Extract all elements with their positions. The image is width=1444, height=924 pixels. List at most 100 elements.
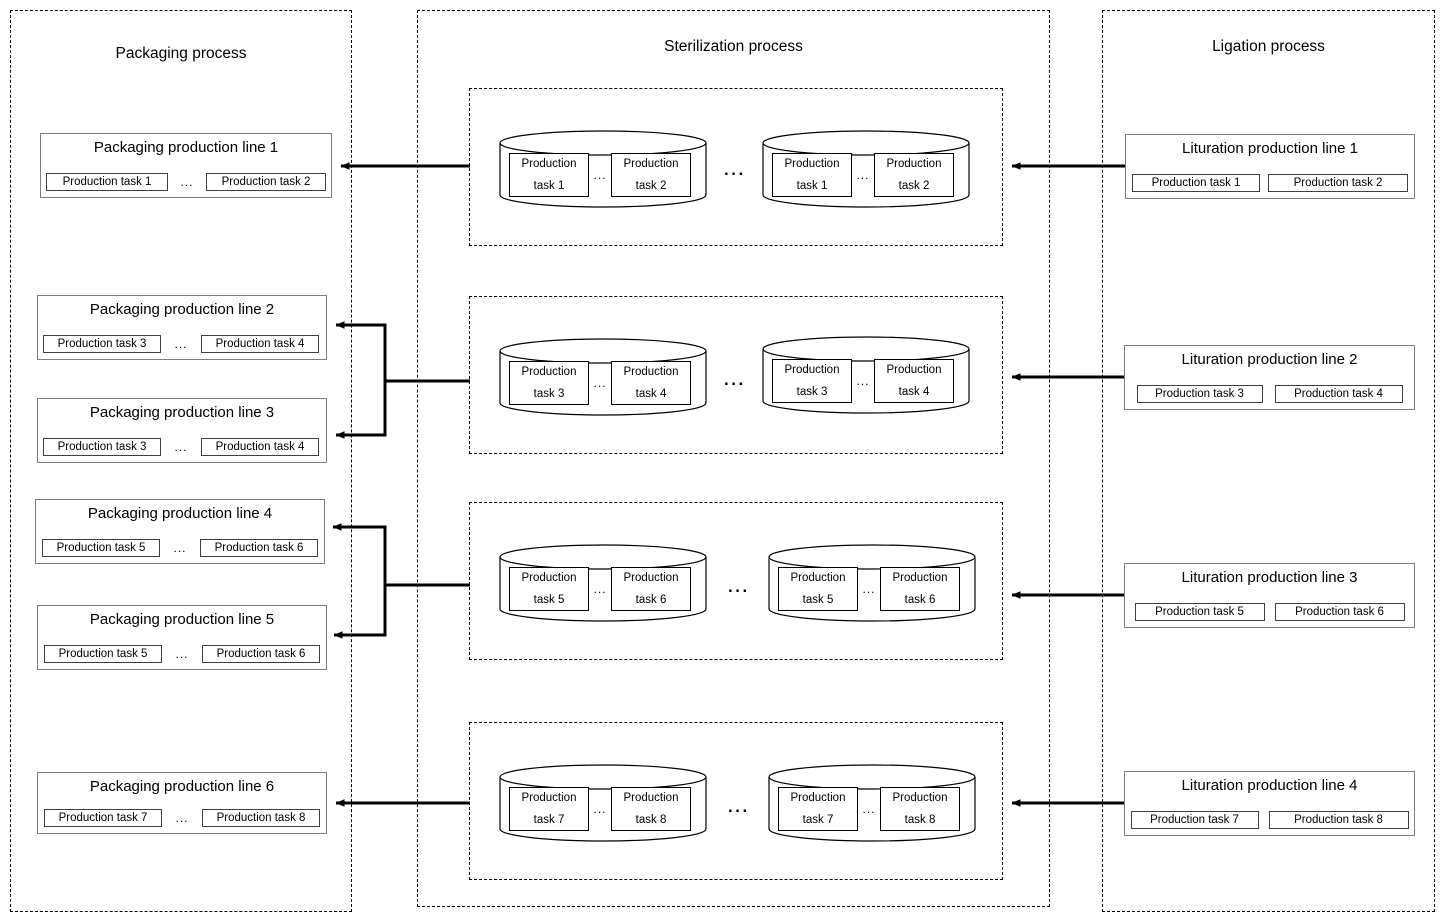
cylinder-task-left[interactable]: Production task 7 <box>778 787 858 831</box>
cylinder-task-right[interactable]: Production task 6 <box>880 567 960 611</box>
packaging-line-box-1[interactable]: Packaging production line 1 Production t… <box>40 133 332 198</box>
packaging-task-left[interactable]: Production task 1 <box>46 173 168 191</box>
ligation-task-right[interactable]: Production task 2 <box>1268 174 1408 192</box>
ellipsis: ... <box>856 374 870 388</box>
packaging-task-right[interactable]: Production task 8 <box>202 809 320 827</box>
ellipsis: ... <box>593 582 607 596</box>
sterilization-group-4 <box>469 722 1003 880</box>
cylinder-task-line2: task 6 <box>635 594 667 606</box>
cylinder-task-line1: Production <box>892 792 948 804</box>
cylinder-group-ellipsis: ... <box>728 797 750 816</box>
packaging-line-box-3[interactable]: Packaging production line 3 Production t… <box>37 398 327 463</box>
cylinder-task-line1: Production <box>623 366 679 378</box>
ellipsis: ... <box>593 376 607 390</box>
cylinder-task-line1: Production <box>886 158 942 170</box>
panel-packaging-process <box>10 10 352 912</box>
ligation-task-left[interactable]: Production task 7 <box>1130 811 1259 829</box>
cylinder-task-line2: task 8 <box>904 814 936 826</box>
cylinder-task-left[interactable]: Production task 5 <box>778 567 858 611</box>
ligation-task-left[interactable]: Production task 5 <box>1134 603 1265 621</box>
cylinder-task-line2: task 6 <box>904 594 936 606</box>
sterilization-cylinder: Production task 5 ... Production task 6 <box>768 544 976 622</box>
packaging-line-title: Packaging production line 4 <box>87 505 273 522</box>
panel-ligation-process <box>1102 10 1435 912</box>
sterilization-cylinder: Production task 3 ... Production task 4 <box>762 336 970 414</box>
ligation-line-title: Lituration production line 3 <box>1181 569 1358 586</box>
cylinder-task-left[interactable]: Production task 3 <box>772 359 852 403</box>
sterilization-cylinder: Production task 1 ... Production task 2 <box>762 130 970 208</box>
cylinder-task-right[interactable]: Production task 6 <box>611 567 691 611</box>
ligation-line-box-4[interactable]: Lituration production line 4 Production … <box>1124 771 1415 836</box>
ligation-task-right[interactable]: Production task 8 <box>1268 811 1409 829</box>
cylinder-task-line1: Production <box>521 366 577 378</box>
cylinder-task-line2: task 8 <box>635 814 667 826</box>
packaging-task-right[interactable]: Production task 6 <box>200 539 318 557</box>
packaging-task-right[interactable]: Production task 6 <box>202 645 320 663</box>
cylinder-task-line2: task 5 <box>802 594 834 606</box>
cylinder-task-left[interactable]: Production task 1 <box>772 153 852 197</box>
ellipsis: ... <box>593 168 607 182</box>
ligation-line-box-1[interactable]: Lituration production line 1 Production … <box>1125 134 1415 199</box>
sterilization-cylinder: Production task 1 ... Production task 2 <box>499 130 707 208</box>
cylinder-task-line2: task 7 <box>533 814 565 826</box>
ligation-line-box-3[interactable]: Lituration production line 3 Production … <box>1124 563 1415 628</box>
packaging-task-left[interactable]: Production task 3 <box>43 335 161 353</box>
cylinder-task-line2: task 2 <box>635 180 667 192</box>
cylinder-task-left[interactable]: Production task 3 <box>509 361 589 405</box>
title-packaging-process: Packaging process <box>115 45 247 62</box>
cylinder-task-right[interactable]: Production task 8 <box>611 787 691 831</box>
cylinder-group-ellipsis: ... <box>724 160 746 179</box>
packaging-task-left[interactable]: Production task 5 <box>42 539 160 557</box>
cylinder-task-right[interactable]: Production task 2 <box>611 153 691 197</box>
packaging-line-box-5[interactable]: Packaging production line 5 Production t… <box>37 605 327 670</box>
title-ligation-process: Ligation process <box>1212 38 1325 55</box>
cylinder-task-left[interactable]: Production task 5 <box>509 567 589 611</box>
packaging-task-left[interactable]: Production task 7 <box>44 809 162 827</box>
cylinder-task-right[interactable]: Production task 4 <box>874 359 954 403</box>
packaging-task-left[interactable]: Production task 3 <box>43 438 161 456</box>
cylinder-task-line2: task 1 <box>796 180 828 192</box>
ellipsis: ... <box>180 175 194 189</box>
ligation-line-title: Lituration production line 1 <box>1182 140 1358 157</box>
sterilization-group-3 <box>469 502 1003 660</box>
ellipsis: ... <box>173 541 187 555</box>
ellipsis: ... <box>856 168 870 182</box>
ellipsis: ... <box>862 802 876 816</box>
cylinder-task-right[interactable]: Production task 2 <box>874 153 954 197</box>
cylinder-task-line1: Production <box>623 572 679 584</box>
cylinder-task-line2: task 2 <box>898 180 930 192</box>
ligation-task-right[interactable]: Production task 4 <box>1274 385 1403 403</box>
packaging-line-title: Packaging production line 6 <box>89 778 275 795</box>
packaging-line-box-4[interactable]: Packaging production line 4 Production t… <box>35 499 325 564</box>
packaging-task-right[interactable]: Production task 4 <box>201 335 319 353</box>
ligation-line-box-2[interactable]: Lituration production line 2 Production … <box>1124 345 1415 410</box>
ellipsis: ... <box>175 811 189 825</box>
sterilization-cylinder: Production task 7 ... Production task 8 <box>768 764 976 842</box>
packaging-line-title: Packaging production line 5 <box>89 611 275 628</box>
packaging-task-right[interactable]: Production task 2 <box>206 173 326 191</box>
ligation-task-right[interactable]: Production task 6 <box>1274 603 1405 621</box>
packaging-task-left[interactable]: Production task 5 <box>44 645 162 663</box>
ligation-task-left[interactable]: Production task 3 <box>1136 385 1263 403</box>
packaging-line-title: Packaging production line 2 <box>89 301 275 318</box>
cylinder-task-right[interactable]: Production task 8 <box>880 787 960 831</box>
cylinder-task-line2: task 3 <box>533 388 565 400</box>
panel-sterilization-process <box>417 10 1050 907</box>
packaging-line-title: Packaging production line 1 <box>93 139 279 156</box>
cylinder-task-line1: Production <box>790 572 846 584</box>
sterilization-cylinder: Production task 5 ... Production task 6 <box>499 544 707 622</box>
packaging-task-right[interactable]: Production task 4 <box>201 438 319 456</box>
cylinder-task-line1: Production <box>623 792 679 804</box>
cylinder-task-line1: Production <box>784 364 840 376</box>
packaging-line-box-6[interactable]: Packaging production line 6 Production t… <box>37 772 327 834</box>
cylinder-task-line1: Production <box>521 158 577 170</box>
ligation-task-left[interactable]: Production task 1 <box>1132 174 1260 192</box>
cylinder-task-line2: task 3 <box>796 386 828 398</box>
cylinder-task-line1: Production <box>521 572 577 584</box>
cylinder-task-right[interactable]: Production task 4 <box>611 361 691 405</box>
cylinder-task-left[interactable]: Production task 1 <box>509 153 589 197</box>
sterilization-cylinder: Production task 3 ... Production task 4 <box>499 338 707 416</box>
packaging-line-box-2[interactable]: Packaging production line 2 Production t… <box>37 295 327 360</box>
cylinder-task-left[interactable]: Production task 7 <box>509 787 589 831</box>
